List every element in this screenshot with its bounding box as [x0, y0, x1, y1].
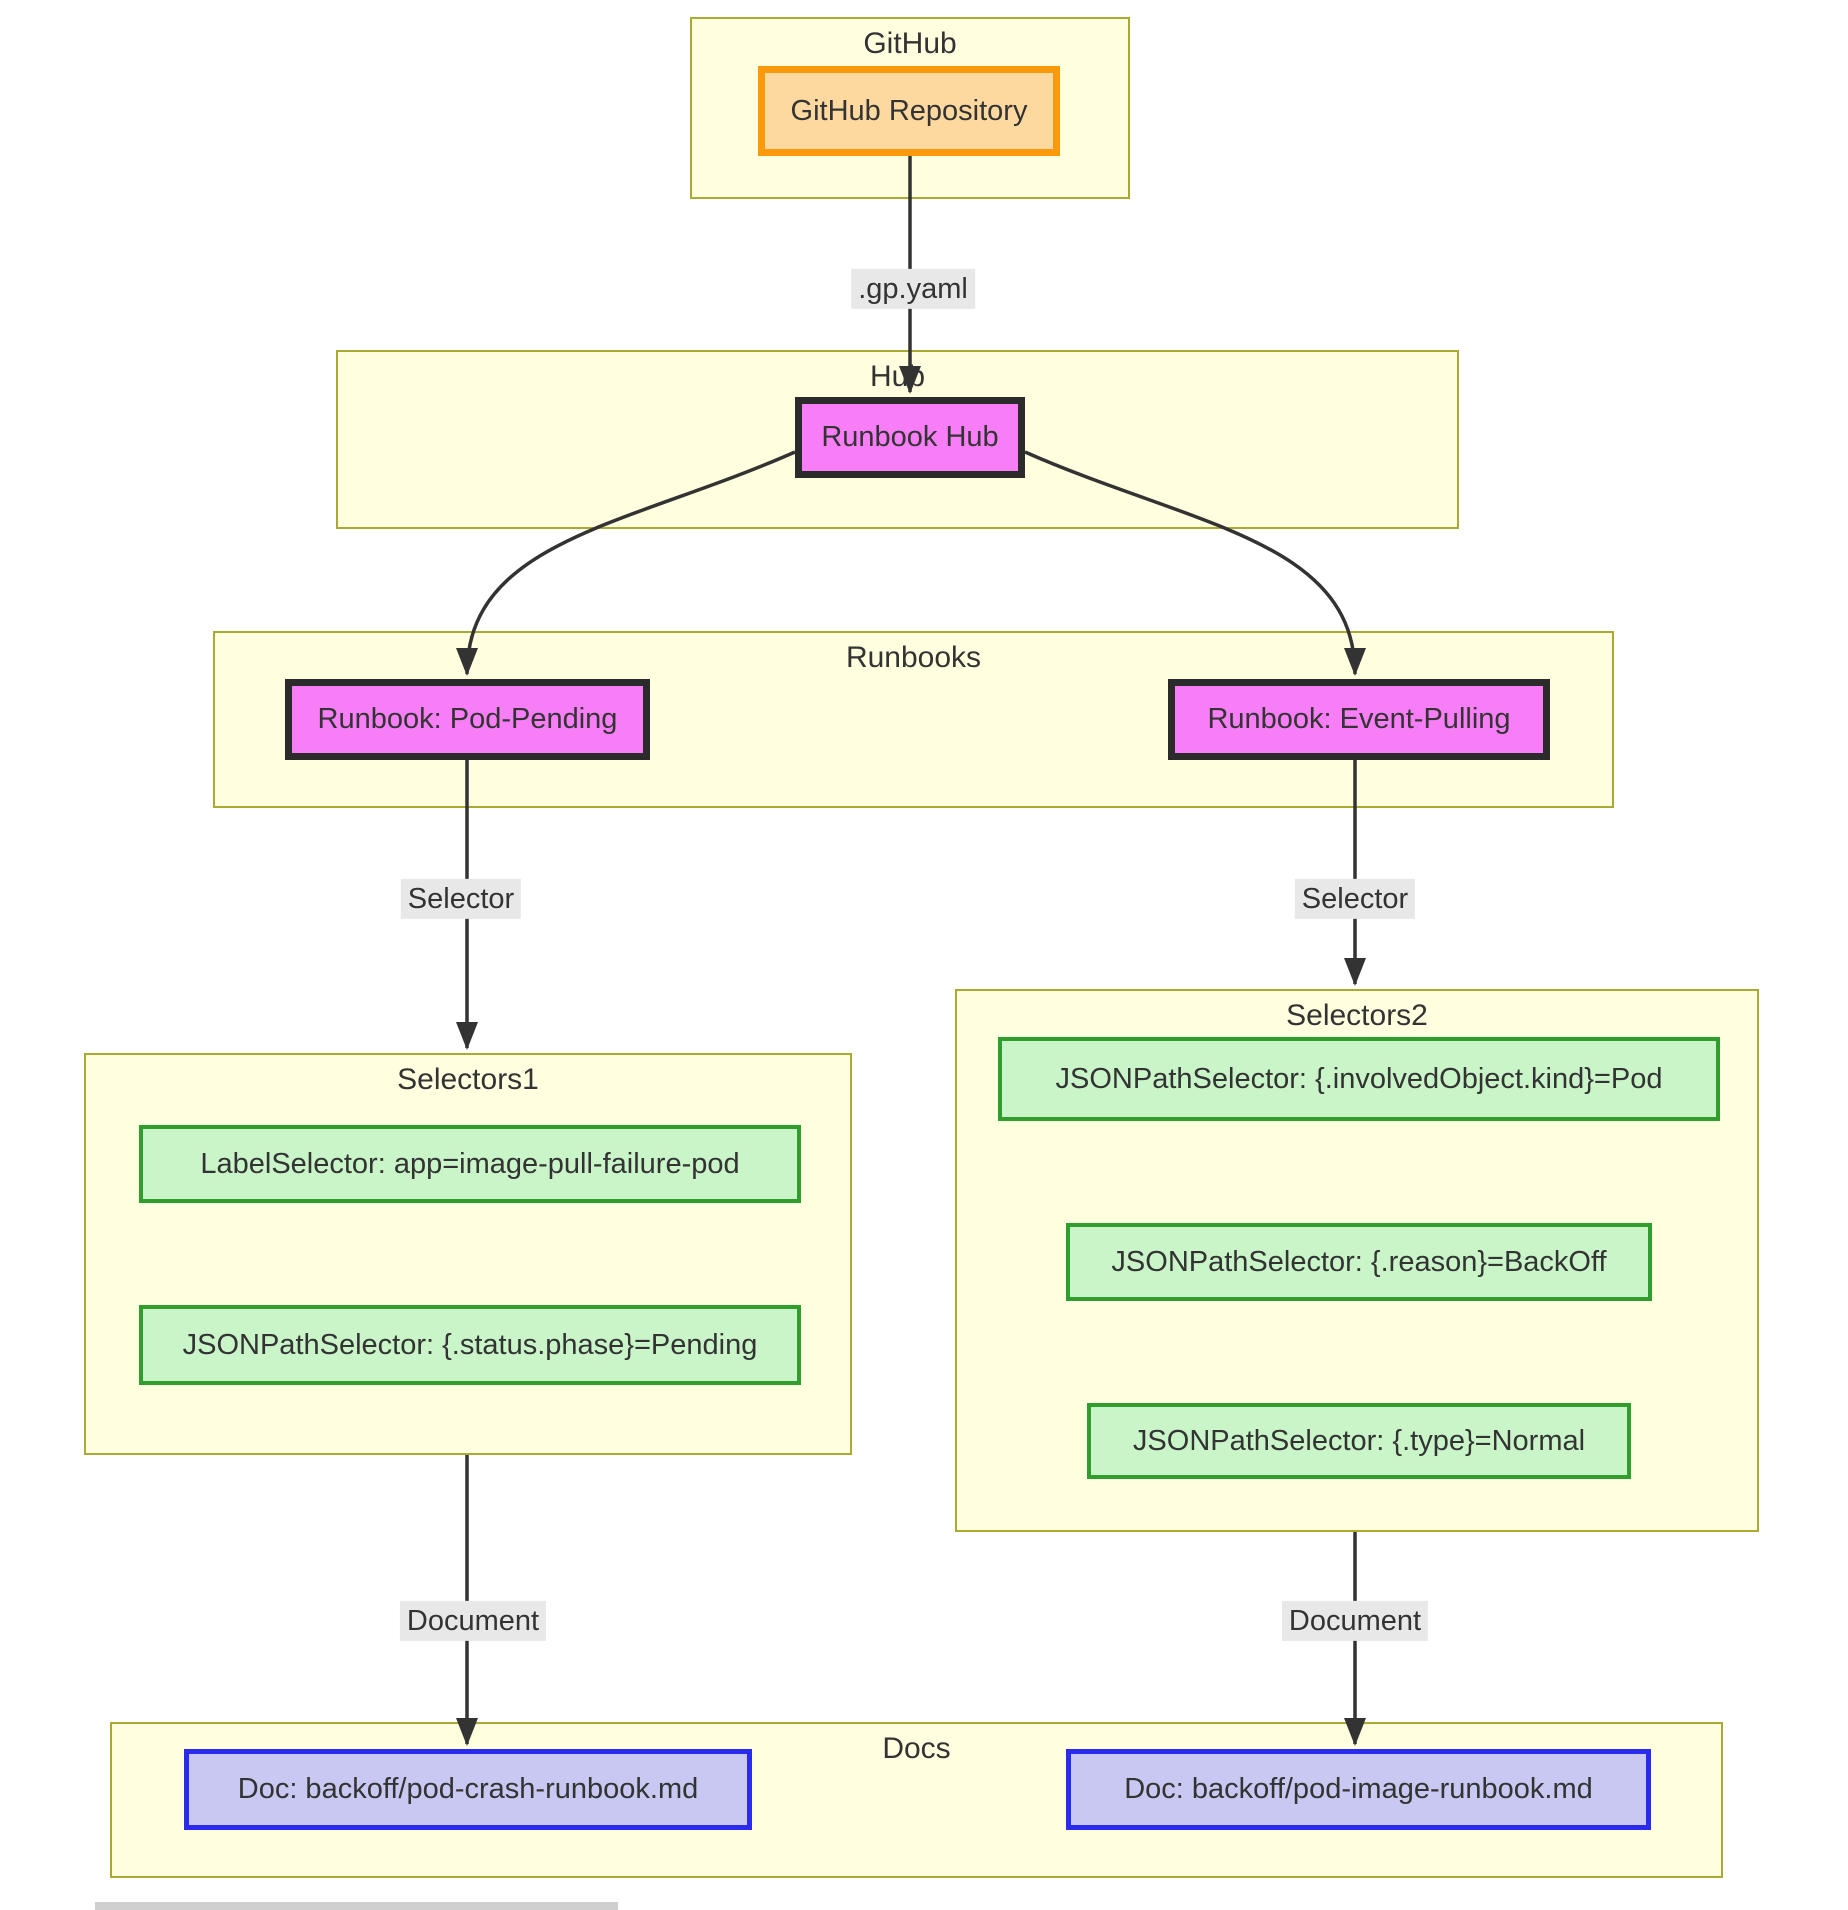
cluster-hub-label: Hub [869, 360, 926, 393]
node-doc-pod-crash: Doc: backoff/pod-crash-runbook.md [184, 1749, 752, 1830]
cluster-runbooks-label: Runbooks [845, 641, 982, 674]
node-doc-pod-image: Doc: backoff/pod-image-runbook.md [1066, 1749, 1651, 1830]
edge-label-document-right: Document [1281, 1600, 1429, 1642]
cluster-github-label: GitHub [863, 27, 957, 60]
edge-label-selector-right: Selector [1294, 878, 1416, 920]
node-runbook-hub: Runbook Hub [795, 397, 1025, 478]
node-jsonpath-type-normal: JSONPathSelector: {.type}=Normal [1087, 1403, 1631, 1479]
partial-bottom-strip [95, 1902, 618, 1910]
node-runbook-pod-pending: Runbook: Pod-Pending [285, 679, 650, 760]
cluster-selectors2-label: Selectors2 [1286, 999, 1428, 1032]
node-jsonpath-involvedobject-kind: JSONPathSelector: {.involvedObject.kind}… [998, 1037, 1720, 1121]
edge-label-selector-left: Selector [400, 878, 522, 920]
node-runbook-event-pulling: Runbook: Event-Pulling [1168, 679, 1550, 760]
cluster-docs-label: Docs [882, 1732, 951, 1765]
node-label-selector-app: LabelSelector: app=image-pull-failure-po… [139, 1125, 801, 1203]
cluster-selectors1-label: Selectors1 [397, 1063, 539, 1096]
cluster-selectors1: Selectors1 [84, 1053, 852, 1455]
edge-label-gp-yaml: .gp.yaml [851, 268, 975, 310]
node-github-repository: GitHub Repository [758, 66, 1060, 156]
node-jsonpath-reason-backoff: JSONPathSelector: {.reason}=BackOff [1066, 1223, 1652, 1301]
node-jsonpath-status-pending: JSONPathSelector: {.status.phase}=Pendin… [139, 1305, 801, 1385]
edge-label-document-left: Document [399, 1600, 547, 1642]
